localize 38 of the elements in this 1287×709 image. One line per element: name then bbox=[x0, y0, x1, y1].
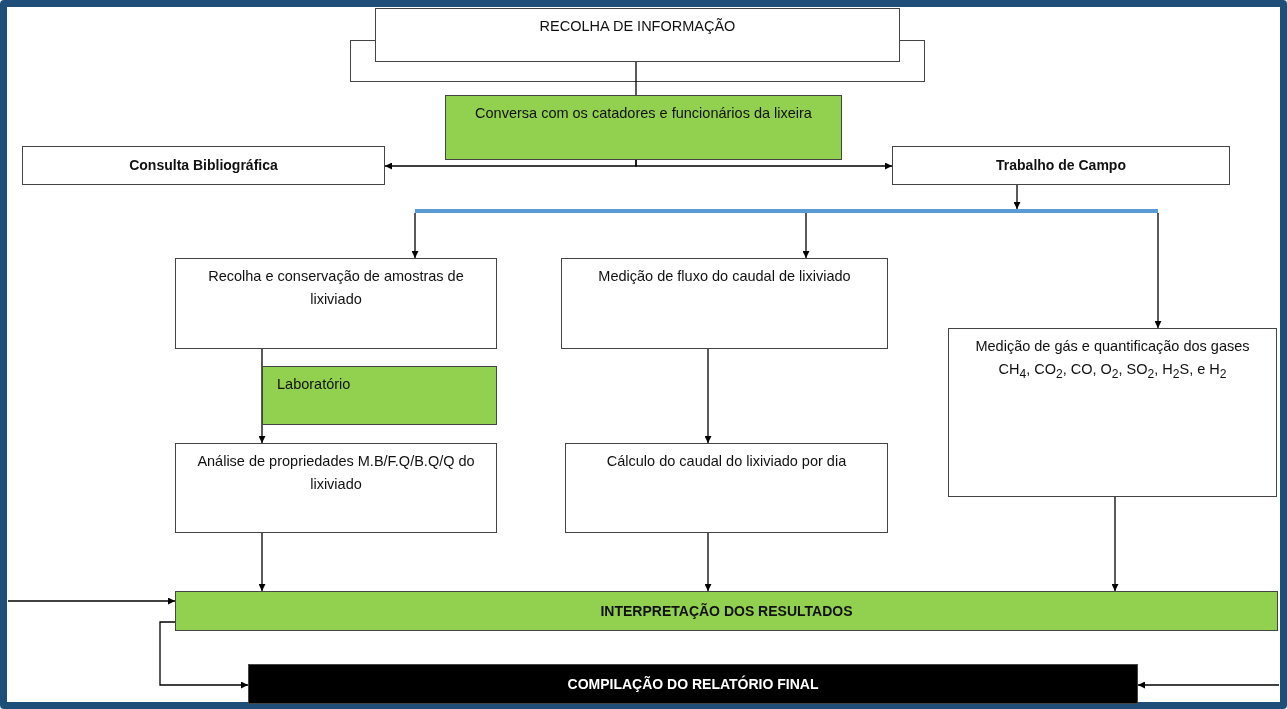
branch-bar bbox=[415, 209, 1158, 213]
process-box bbox=[565, 443, 888, 533]
process-box bbox=[948, 328, 1277, 497]
arrow bbox=[411, 212, 419, 259]
node-text: Trabalho de Campo bbox=[996, 156, 1126, 175]
arrow bbox=[1154, 212, 1162, 329]
arrow bbox=[258, 348, 266, 444]
node-text: Recolha e conservação de amostras de lixiviado bbox=[207, 267, 465, 310]
node-text: Conversa com os catadores e funcionários da lixeira bbox=[475, 104, 812, 123]
process-box bbox=[175, 258, 497, 349]
arrow bbox=[1111, 496, 1119, 592]
arrow bbox=[1137, 681, 1280, 689]
highlight-box bbox=[445, 95, 842, 160]
node-text: Análise de propriedades M.B/F.Q/B.Q/Q do lixiviado bbox=[196, 452, 476, 495]
arrow bbox=[1013, 184, 1021, 210]
result-bar bbox=[175, 591, 1278, 631]
arrow bbox=[802, 212, 810, 259]
arrow bbox=[704, 348, 712, 444]
node-text: COMPILAÇÃO DO RELATÓRIO FINAL bbox=[567, 674, 819, 694]
highlight-box bbox=[262, 366, 497, 425]
report-bar bbox=[248, 664, 1138, 704]
arrow bbox=[159, 621, 249, 689]
arrow bbox=[635, 159, 893, 170]
node-text: RECOLHA DE INFORMAÇÃO bbox=[539, 17, 736, 36]
arrow bbox=[258, 532, 266, 592]
process-box bbox=[892, 146, 1230, 185]
node-text: INTERPRETAÇÃO DOS RESULTADOS bbox=[600, 602, 853, 621]
node-text: Medição de gás e quantificação dos gases CH$_{4}$, CO$_{2}$, CO, O$_{2}$, SO$_{2}$, H$_{2}$S, e H$_{2}$ bbox=[974, 337, 1251, 384]
process-box bbox=[561, 258, 888, 349]
process-box bbox=[375, 8, 900, 62]
process-box bbox=[22, 146, 385, 185]
node-text: Medição de fluxo do caudal de lixiviado bbox=[598, 267, 851, 286]
arrow bbox=[7, 597, 176, 605]
node-text: Laboratório bbox=[277, 375, 351, 394]
node-text: Consulta Bibliográfica bbox=[129, 156, 278, 175]
process-box bbox=[175, 443, 497, 533]
node-text: Cálculo do caudal do lixiviado por dia bbox=[606, 452, 847, 471]
arrow bbox=[704, 532, 712, 592]
